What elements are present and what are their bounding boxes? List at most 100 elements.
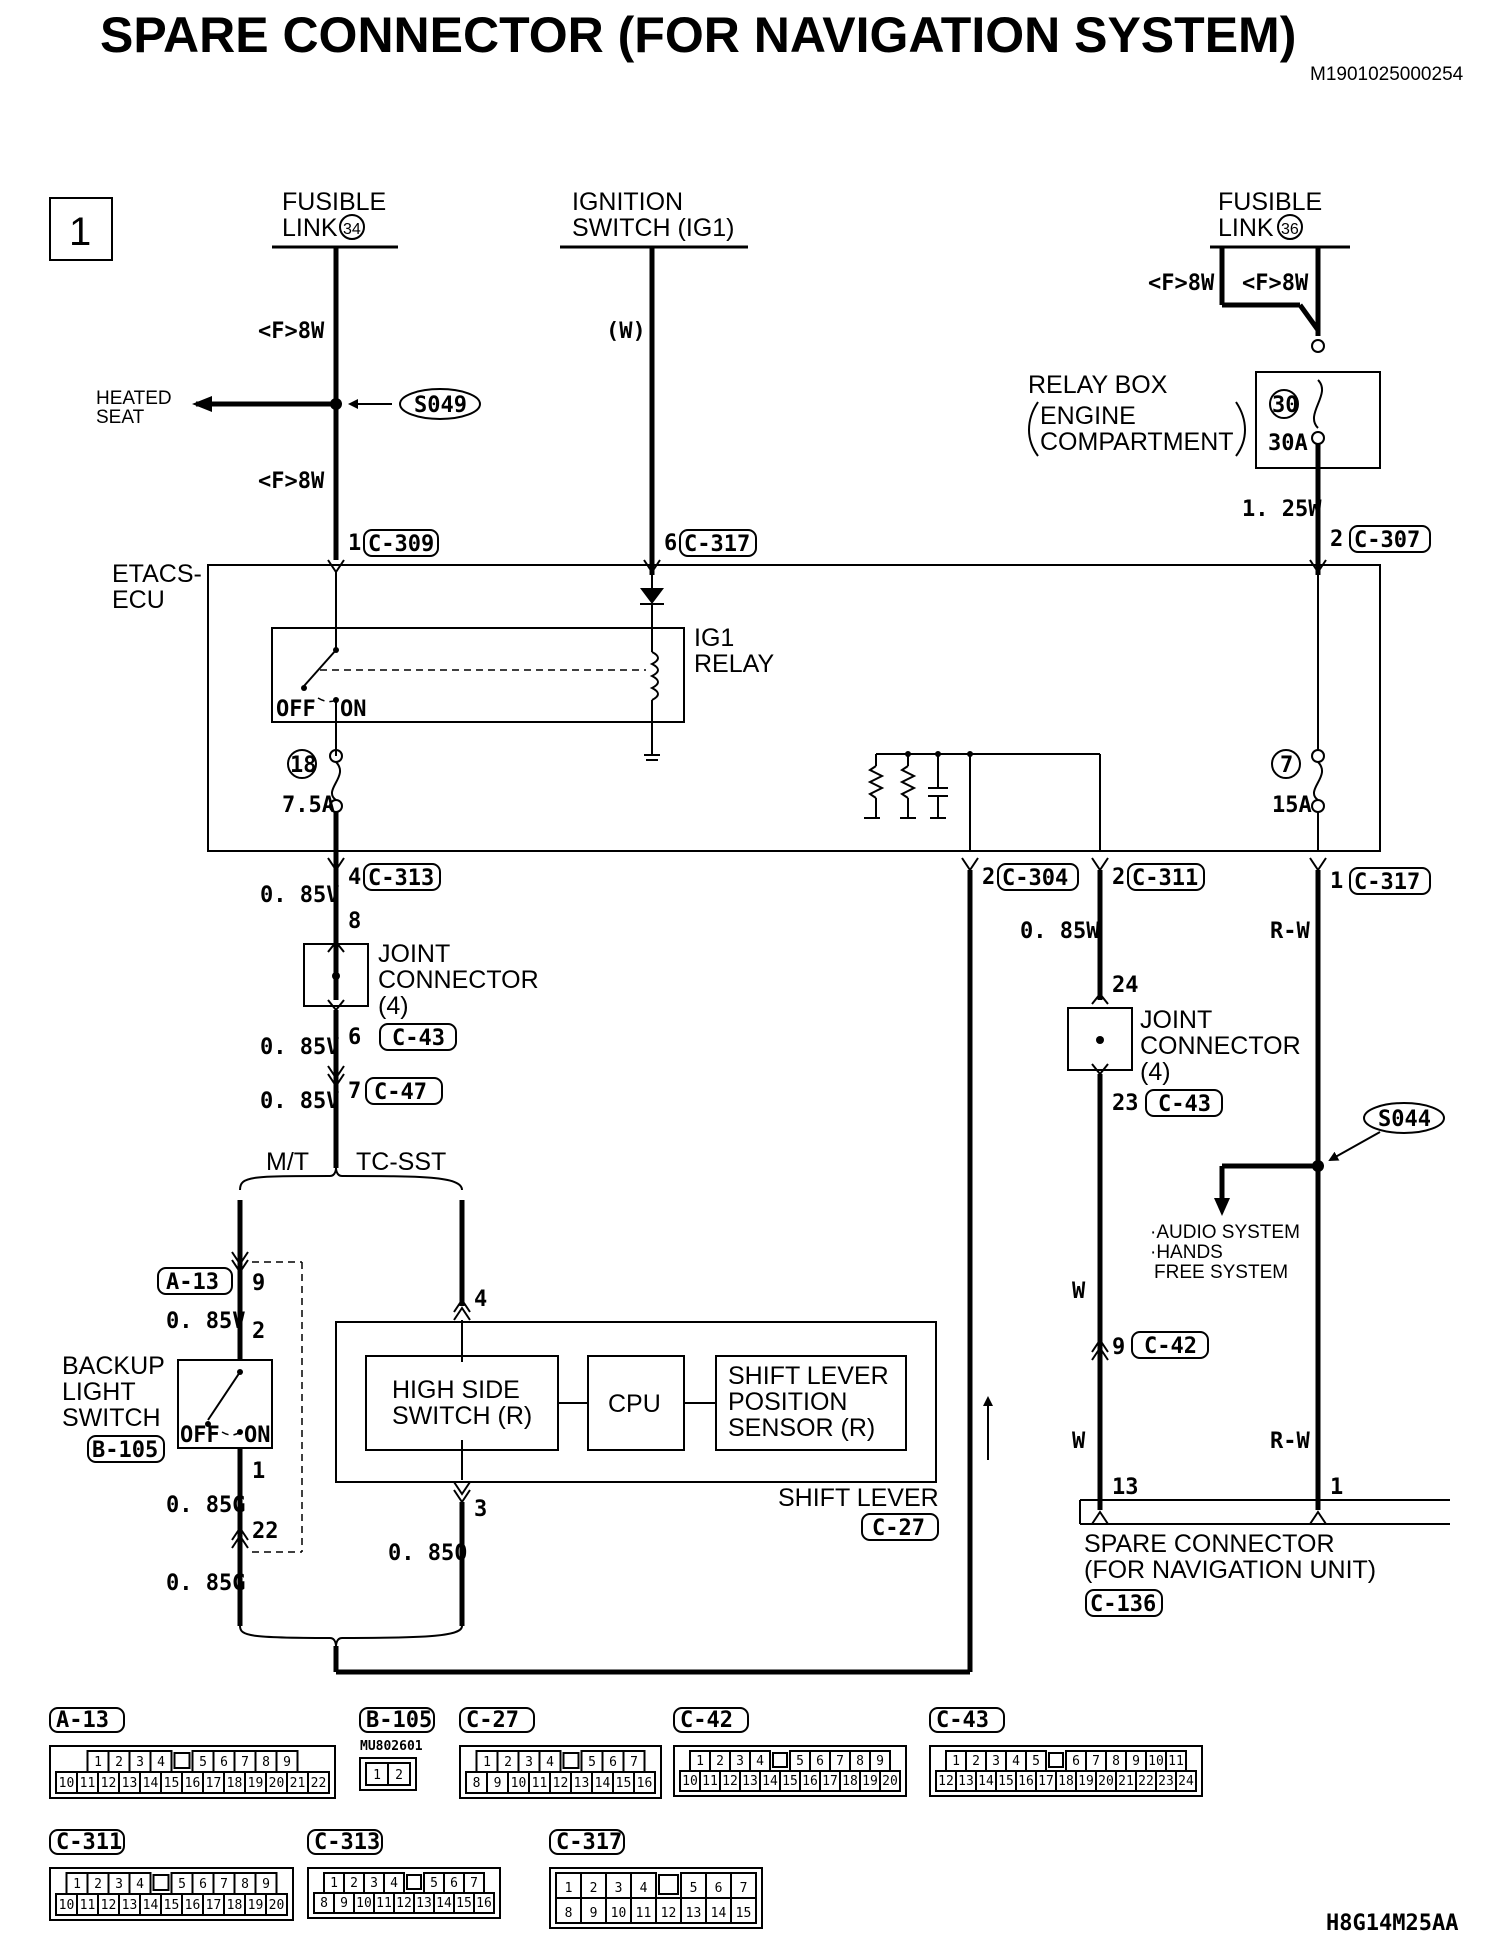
wire-label: 0. 85G xyxy=(166,1571,245,1596)
connector-pin-number: 4 xyxy=(756,1754,764,1769)
svg-text:C-43: C-43 xyxy=(392,1026,445,1051)
connector-c-42: C-42 xyxy=(1131,1331,1209,1359)
pin-number: 7 xyxy=(348,1079,361,1104)
svg-text:C-307: C-307 xyxy=(1354,528,1420,553)
wire-label: <F>8W xyxy=(258,469,325,494)
connector-pin-number: 8 xyxy=(856,1754,864,1769)
connector-pin-number: 9 xyxy=(283,1755,291,1770)
wire-label: (W) xyxy=(606,319,646,344)
svg-text:30A: 30A xyxy=(1268,431,1308,456)
connector-pin-number: 19 xyxy=(248,1898,264,1913)
fuse-7: 7 xyxy=(1271,572,1325,851)
connector-pin-number: 17 xyxy=(822,1774,838,1789)
connector-key xyxy=(772,1752,788,1768)
splice-s049: S049 xyxy=(399,388,481,420)
on-label: ON xyxy=(340,697,367,722)
fusible-link-36: FUSIBLE LINK 36 xyxy=(1210,188,1350,249)
wire-c317-spare xyxy=(1214,870,1381,1510)
etacs-ecu xyxy=(207,559,1381,852)
high-side-switch-label: SWITCH (R) xyxy=(392,1402,532,1430)
audio-system-label: FREE SYSTEM xyxy=(1154,1262,1288,1283)
connector-pin-number: 16 xyxy=(802,1774,818,1789)
wire-fusible-34-branch xyxy=(192,247,392,560)
connector-pin-number: 5 xyxy=(1032,1754,1040,1769)
pin-number: 1 xyxy=(1330,1475,1343,1500)
fuse-18: 18 xyxy=(287,749,343,1000)
connector-pin-number: 11 xyxy=(1168,1754,1184,1769)
connector-pin-number: 7 xyxy=(740,1881,748,1896)
connector-c-304: C-304 xyxy=(997,863,1079,891)
connector-pin-number: 3 xyxy=(736,1754,744,1769)
connector-pin-number: 12 xyxy=(553,1776,569,1791)
etacs-ecu-label: ECU xyxy=(112,586,165,614)
wire-label: 0. 850 xyxy=(388,1541,467,1566)
connector-view-label: C-311 xyxy=(56,1830,122,1855)
connector-pin-number: 11 xyxy=(532,1776,548,1791)
connector-pin-number: 6 xyxy=(450,1876,458,1891)
connector-view-label: C-43 xyxy=(936,1708,989,1733)
wire-label: <F>8W xyxy=(258,319,325,344)
joint-connector-label: CONNECTOR xyxy=(378,966,539,994)
connector-view-label: C-42 xyxy=(680,1708,733,1733)
connector-pin-number: 6 xyxy=(715,1881,723,1896)
svg-text:C-313: C-313 xyxy=(368,866,434,891)
connector-pin-number: 7 xyxy=(630,1755,638,1770)
connector-pin-number: 20 xyxy=(1098,1774,1114,1789)
connector-pin-number: 6 xyxy=(1072,1754,1080,1769)
ig1-relay-label: IG1 xyxy=(694,624,734,652)
svg-text:C-317: C-317 xyxy=(1354,870,1420,895)
connector-pin xyxy=(1175,1770,1197,1792)
fuse-rating: 15A xyxy=(1272,793,1312,818)
wire-label: 0. 85G xyxy=(166,1493,245,1518)
connector-pin-number: 10 xyxy=(682,1774,698,1789)
svg-text:34: 34 xyxy=(343,221,361,238)
connector-pin-number: 2 xyxy=(504,1755,512,1770)
pin-number: 1 xyxy=(252,1459,265,1484)
connector-pin-number: 12 xyxy=(938,1774,954,1789)
connector-pin-number: 12 xyxy=(722,1774,738,1789)
connector-pin-number: 11 xyxy=(376,1896,392,1911)
connector-pin-number: 13 xyxy=(742,1774,758,1789)
connector-b-105: B-105 xyxy=(87,1435,165,1463)
connector-view-label: C-313 xyxy=(314,1830,380,1855)
connector-pin-number: 1 xyxy=(94,1755,102,1770)
spare-connector-navigation-unit xyxy=(1079,1499,1450,1525)
wire-label: 0. 85W xyxy=(1020,919,1100,944)
connector-pin-number: 14 xyxy=(143,1776,159,1791)
connector-pin-number: 1 xyxy=(373,1768,381,1783)
connector-pin-number: 11 xyxy=(80,1776,96,1791)
connector-c-47: C-47 xyxy=(365,1077,443,1105)
connector-view-label: C-27 xyxy=(466,1708,519,1733)
connector-pin-number: 10 xyxy=(611,1906,627,1921)
connector-pin-number: 14 xyxy=(436,1896,452,1911)
connector-key xyxy=(152,1874,170,1891)
connector-pin-number: 4 xyxy=(136,1877,144,1892)
mt-label: M/T xyxy=(266,1148,309,1176)
connector-pin-number: 4 xyxy=(640,1881,648,1896)
splice-s044: S044 xyxy=(1363,1102,1445,1134)
wire-mt-backup-switch xyxy=(177,1200,303,1626)
wire-joint-spare xyxy=(1091,1074,1109,1510)
connector-pin-number: 20 xyxy=(882,1774,898,1789)
connector-pin-number: 1 xyxy=(696,1754,704,1769)
etacs-ecu-label: ETACS- xyxy=(112,560,202,588)
wire-label: W xyxy=(1072,1429,1086,1454)
connector-pin-number: 3 xyxy=(525,1755,533,1770)
page-title: SPARE CONNECTOR (FOR NAVIGATION SYSTEM) xyxy=(100,7,1296,63)
connector-pin-number: 12 xyxy=(101,1776,117,1791)
wire-label: <F>8W xyxy=(1148,271,1215,296)
connector-key xyxy=(406,1874,422,1890)
connector-pin-number: 9 xyxy=(340,1896,348,1911)
cpu-label: CPU xyxy=(608,1390,661,1418)
wire-label: 0. 85V xyxy=(260,883,339,908)
connector-pin-number: 5 xyxy=(796,1754,804,1769)
connector-pin-number: 7 xyxy=(1092,1754,1100,1769)
heated-seat-label: SEAT xyxy=(96,407,145,428)
connector-pin-number: 7 xyxy=(220,1877,228,1892)
connector-pin-number: 11 xyxy=(636,1906,652,1921)
